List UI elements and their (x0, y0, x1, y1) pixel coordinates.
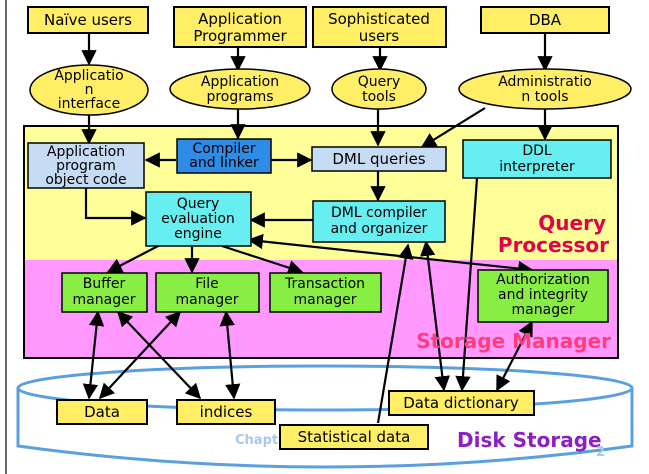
application-interface-label-line2: n (85, 82, 94, 98)
query-engine-label-line2: evaluation (161, 211, 235, 227)
dml-compiler-box: DML compiler and organizer (312, 200, 446, 243)
naive-users-label: Naïve users (44, 11, 132, 29)
app-object-code-label-line3: object code (45, 172, 126, 188)
compiler-linker-label-line2: and linker (189, 155, 259, 171)
authorization-manager-label-line2: and integrity (498, 287, 588, 303)
transaction-manager-label-line2: manager (294, 292, 357, 308)
disk-storage-label: Disk Storage (457, 428, 602, 452)
dml-compiler-label-line1: DML compiler (331, 205, 427, 221)
query-tools-label-line1: Query (358, 74, 401, 90)
app-object-code-box: Application program object code (27, 142, 145, 189)
application-programs-oval: Application programs (169, 68, 311, 110)
edge-dmlcompiler-to-dictionary (420, 240, 450, 392)
sophisticated-users-label-line2: users (359, 27, 400, 45)
sophisticated-users-label-line1: Sophisticated (328, 10, 430, 28)
query-engine-label-line3: engine (174, 226, 222, 242)
connections (81, 33, 553, 424)
statistical-data-label: Statistical data (298, 428, 411, 446)
ddl-interpreter-label-line2: interpreter (499, 159, 575, 175)
app-object-code-label-line1: Application (47, 144, 125, 160)
buffer-manager-label-line1: Buffer (83, 276, 126, 292)
administration-tools-label-line1: Administratio (498, 74, 592, 90)
application-programs-label-line1: Application (201, 74, 279, 90)
query-processor-label-line1: Query (538, 211, 606, 235)
data-label: Data (84, 403, 120, 421)
application-programmer-box: Application Programmer (173, 6, 307, 48)
application-programmer-label-line2: Programmer (193, 27, 287, 45)
data-dictionary-label: Data dictionary (403, 394, 519, 412)
edge-buffer-to-data (82, 310, 105, 400)
edge-ddl-to-dictionary (455, 177, 479, 392)
file-manager-label-line2: manager (176, 292, 239, 308)
ddl-interpreter-label-line1: DDL (522, 143, 552, 159)
dba-box: DBA (480, 6, 610, 34)
edge-file-to-data (98, 310, 182, 400)
dml-queries-box: DML queries (311, 146, 447, 172)
authorization-manager-label-line3: manager (512, 302, 575, 318)
dba-label: DBA (529, 11, 562, 29)
edge-objectcode-to-engine (84, 188, 147, 226)
application-interface-oval: Applicatio n interface (29, 64, 149, 116)
authorization-manager-label-line1: Authorization (496, 272, 590, 288)
edge-admintools-to-dml (420, 107, 486, 148)
transaction-manager-label-line1: Transaction (284, 276, 365, 292)
edge-engine-to-authorization (247, 233, 534, 277)
edge-engine-to-buffer (106, 244, 161, 273)
transaction-manager-box: Transaction manager (269, 272, 382, 313)
compiler-linker-label-line1: Compiler (192, 141, 255, 157)
sophisticated-users-box: Sophisticated users (312, 6, 447, 48)
app-object-code-label-line2: program (56, 158, 116, 174)
query-processor-label-line2: Processor (498, 233, 609, 257)
application-programs-label-line2: programs (206, 89, 273, 105)
dml-queries-label: DML queries (332, 150, 425, 168)
buffer-manager-label-line2: manager (73, 292, 136, 308)
compiler-linker-box: Compiler and linker (176, 138, 272, 174)
file-manager-box: File manager (155, 272, 260, 313)
system-frame-border (23, 125, 619, 359)
page-number: 2 (596, 445, 605, 460)
administration-tools-label-line2: n tools (521, 89, 568, 105)
application-interface-label-line1: Applicatio (54, 68, 123, 84)
edge-statistical-to-dmlcompiler (376, 243, 414, 424)
edge-authorization-to-dictionary (496, 320, 533, 392)
query-engine-label-line1: Query (177, 196, 220, 212)
file-manager-label-line1: File (195, 276, 218, 292)
indices-box: indices (176, 399, 276, 425)
statistical-data-box: Statistical data (279, 424, 429, 450)
application-programmer-label-line1: Application (198, 10, 282, 28)
ddl-interpreter-box: DDL interpreter (462, 139, 612, 179)
query-evaluation-engine-box: Query evaluation engine (145, 191, 252, 247)
naive-users-box: Naïve users (27, 6, 149, 34)
data-box: Data (56, 399, 148, 425)
chapter-footer-text: Chapt (235, 433, 278, 448)
indices-label: indices (200, 403, 253, 421)
query-tools-label-line2: tools (362, 89, 396, 105)
administration-tools-oval: Administratio n tools (458, 68, 632, 110)
query-tools-oval: Query tools (331, 68, 427, 110)
buffer-manager-box: Buffer manager (61, 272, 148, 313)
edge-file-to-indices (219, 310, 241, 400)
data-dictionary-box: Data dictionary (388, 390, 535, 416)
authorization-manager-box: Authorization and integrity manager (477, 269, 609, 323)
query-processor-label: Query Processor (498, 211, 609, 257)
application-interface-label-line3: interface (58, 96, 120, 112)
storage-manager-label: Storage Manager (416, 329, 611, 353)
dml-compiler-label-line2: and organizer (331, 221, 428, 237)
